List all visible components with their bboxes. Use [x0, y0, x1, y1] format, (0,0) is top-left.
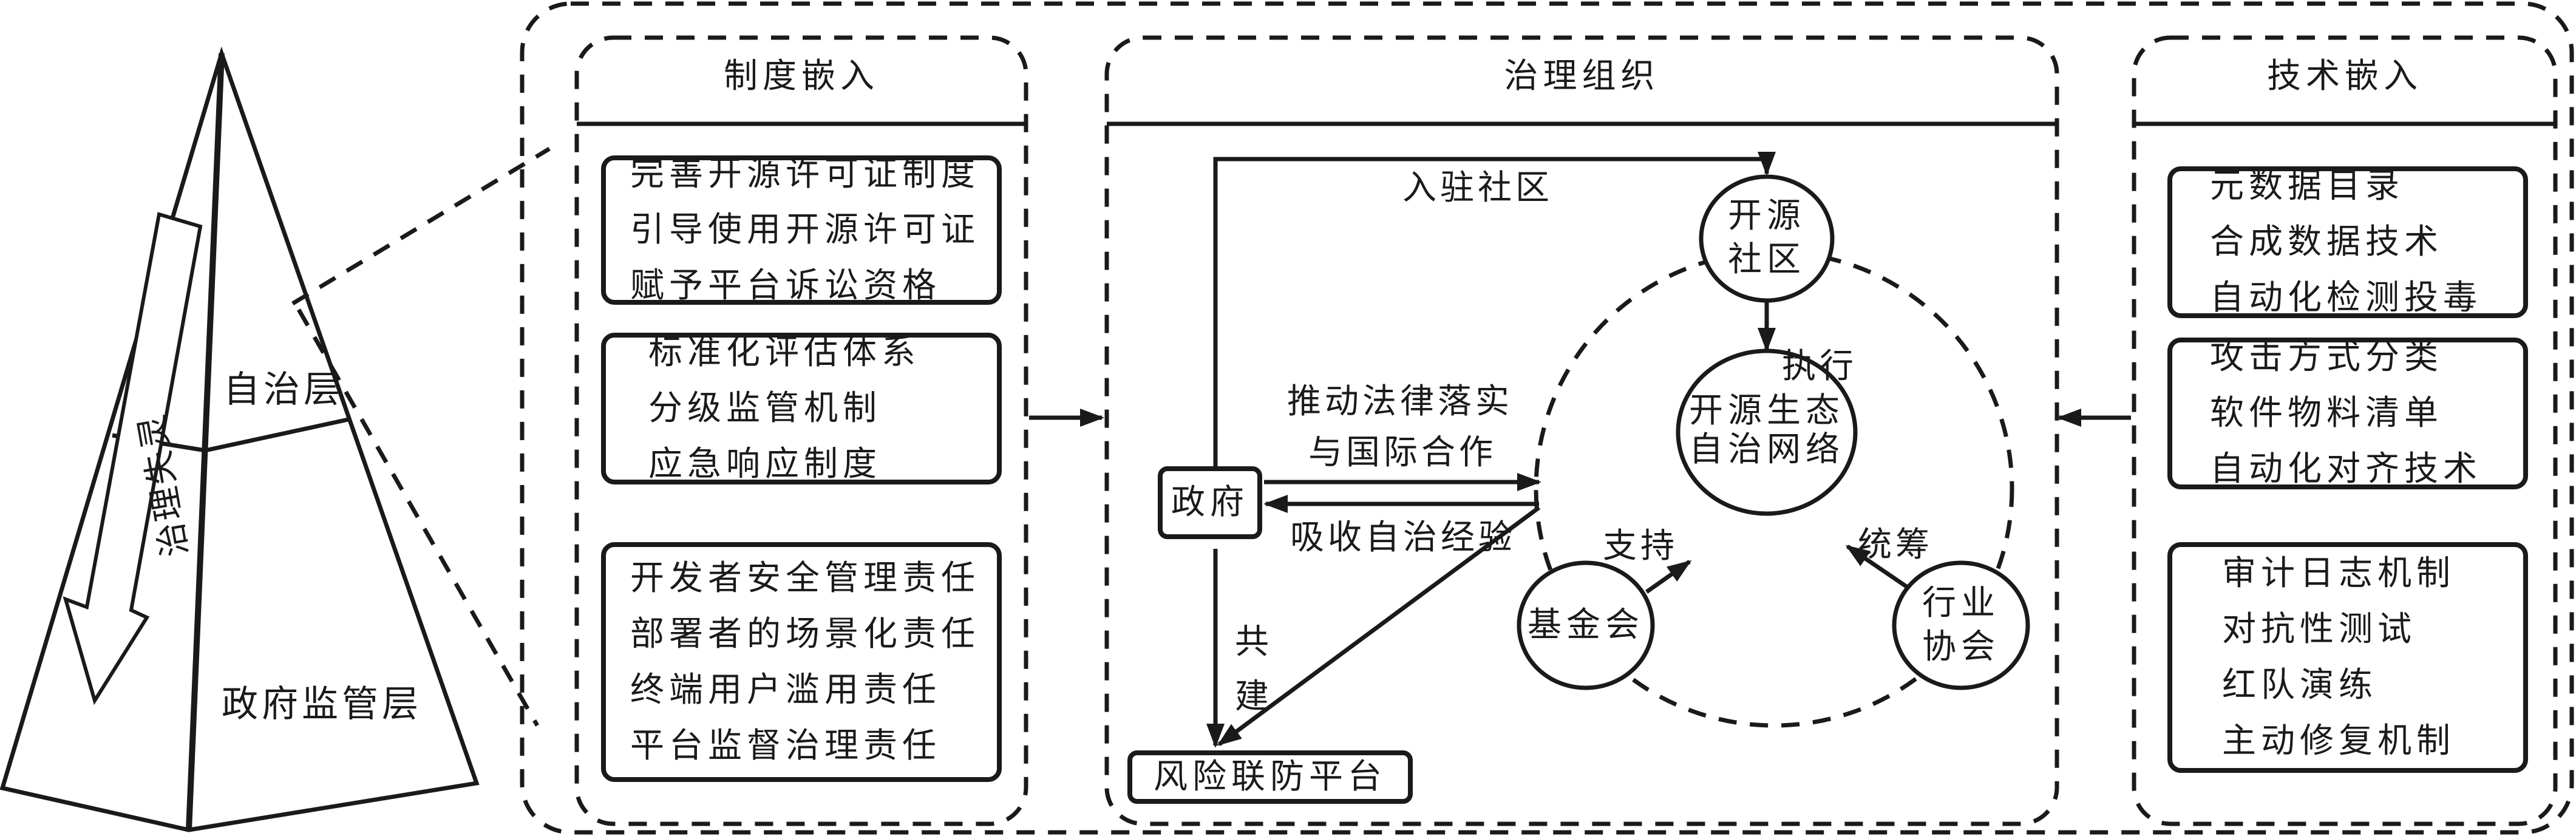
institutional-item: 部署者的场景化责任 — [630, 614, 980, 654]
risk-platform-node-label: 风险联防平台 — [1154, 757, 1387, 797]
edge-label-promote-law-line-2: 与国际合作 — [1308, 433, 1497, 472]
institutional-group-1: 完善开源许可证制度 引导使用开源许可证 赋予平台诉讼资格 — [601, 154, 1002, 305]
autonomy-layer-label: 自治层 — [223, 369, 344, 411]
institutional-panel-frame — [574, 35, 1028, 826]
edge-label-co-build-line-2: 建 — [1235, 677, 1273, 716]
institutional-item: 开发者安全管理责任 — [630, 558, 980, 598]
edge-label-absorb-experience: 吸收自治经验 — [1290, 518, 1516, 557]
institutional-item: 平台监督治理责任 — [630, 726, 941, 766]
governance-failure-arrow — [63, 212, 203, 705]
edge-label-execute: 执行 — [1782, 347, 1857, 386]
association-node-label-line-2: 协会 — [1922, 627, 2000, 667]
technical-group-2: 攻击方式分类 软件物料清单 自动化对齐技术 — [2167, 338, 2528, 489]
ecosystem-node: 开源生态 自治网络 — [1678, 392, 1855, 469]
technical-item: 攻击方式分类 — [2210, 338, 2443, 377]
edge-coordinate — [1845, 545, 1909, 590]
edge-join-community — [1213, 152, 1776, 467]
community-node-label-line-1: 开源 — [1728, 196, 1806, 236]
technical-item: 合成数据技术 — [2210, 222, 2443, 262]
technical-group-3: 审计日志机制 对抗性测试 红队演练 主动修复机制 — [2167, 542, 2528, 773]
technical-item: 自动化对齐技术 — [2210, 449, 2482, 489]
institutional-item: 标准化评估体系 — [648, 333, 920, 372]
technical-item: 软件物料清单 — [2210, 393, 2443, 433]
institutional-panel-title: 制度嵌入 — [724, 56, 879, 96]
foundation-node-shape — [1517, 560, 1655, 690]
government-node: 政府 — [1158, 466, 1262, 539]
technical-item: 红队演练 — [2222, 665, 2377, 705]
ecosystem-node-label-line-1: 开源生态 — [1689, 391, 1844, 430]
community-node: 开源 社区 — [1701, 194, 1832, 282]
edge-label-promote-law-line-1: 推动法律落实 — [1287, 382, 1513, 421]
technical-item: 自动化检测投毒 — [2210, 278, 2482, 318]
institutional-item: 分级监管机制 — [648, 389, 882, 428]
edge-label-support: 支持 — [1603, 526, 1678, 566]
risk-platform-node: 风险联防平台 — [1127, 750, 1413, 804]
edge-support — [1645, 560, 1692, 594]
institutional-item: 赋予平台诉讼资格 — [630, 266, 941, 305]
government-node-label: 政府 — [1171, 483, 1249, 522]
technical-item: 审计日志机制 — [2222, 554, 2455, 593]
foundation-node: 基金会 — [1519, 603, 1653, 647]
institutional-item: 引导使用开源许可证 — [630, 210, 980, 250]
edge-label-coordinate: 统筹 — [1858, 525, 1933, 565]
association-node-shape — [1892, 560, 2030, 690]
institutional-item: 完善开源许可证制度 — [630, 154, 980, 194]
community-node-shape — [1699, 174, 1835, 303]
technical-panel-frame — [2132, 35, 2558, 826]
technical-panel-title: 技术嵌入 — [2267, 56, 2422, 96]
edge-network-to-platform — [1217, 506, 1541, 746]
institutional-item: 应急响应制度 — [648, 444, 882, 484]
foundation-node-label: 基金会 — [1528, 605, 1644, 645]
technical-item: 元数据目录 — [2210, 166, 2404, 206]
pyramid-front-edge — [186, 53, 225, 831]
association-node-label-line-1: 行业 — [1922, 583, 2000, 623]
technical-item: 主动修复机制 — [2222, 721, 2455, 761]
institutional-group-3: 开发者安全管理责任 部署者的场景化责任 终端用户滥用责任 平台监督治理责任 — [601, 542, 1002, 782]
ecosystem-node-label-line-2: 自治网络 — [1689, 430, 1844, 469]
institutional-item: 终端用户滥用责任 — [630, 670, 941, 710]
institutional-group-2: 标准化评估体系 分级监管机制 应急响应制度 — [601, 333, 1002, 484]
government-regulation-layer-label: 政府监管层 — [222, 683, 422, 726]
technical-group-1: 元数据目录 合成数据技术 自动化检测投毒 — [2167, 166, 2528, 318]
edge-label-join-community: 入驻社区 — [1402, 168, 1553, 208]
community-node-label-line-2: 社区 — [1728, 240, 1806, 279]
technical-item: 对抗性测试 — [2222, 610, 2416, 649]
zoom-connector — [291, 147, 551, 727]
organization-panel-title: 治理组织 — [1504, 56, 1660, 96]
edge-label-co-build-line-1: 共 — [1235, 622, 1273, 662]
association-node: 行业 协会 — [1894, 582, 2028, 669]
